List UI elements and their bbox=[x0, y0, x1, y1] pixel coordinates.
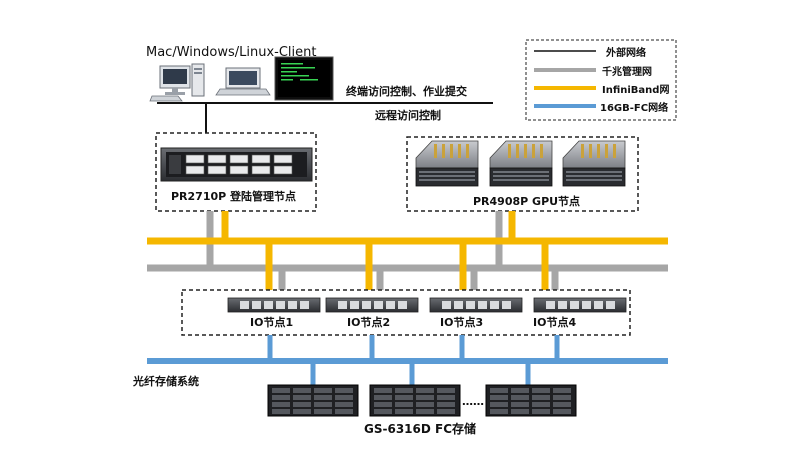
io-server-icon bbox=[533, 297, 627, 313]
storage-array-icon bbox=[267, 384, 359, 417]
login-node-label: PR2710P 登陆管理节点 bbox=[171, 190, 297, 203]
gpu-server-icon bbox=[415, 140, 479, 187]
client-caption-remote: 远程访问控制 bbox=[375, 109, 441, 122]
laptop-icon bbox=[215, 67, 271, 96]
client-caption-terminal: 终端访问控制、作业提交 bbox=[346, 85, 467, 98]
io-server-icon bbox=[227, 297, 321, 313]
legend-label-infiniband: InfiniBand网 bbox=[602, 85, 670, 96]
io-node-label: IO节点4 bbox=[533, 316, 577, 329]
legend bbox=[525, 39, 677, 121]
login-node-frame bbox=[155, 132, 317, 212]
storage-array-icon bbox=[369, 384, 461, 417]
terminal-screen-icon bbox=[274, 56, 334, 101]
desktop-pc-icon bbox=[149, 63, 205, 102]
io-server-icon bbox=[325, 297, 419, 313]
storage-array-icon bbox=[485, 384, 577, 417]
io-node-label: IO节点2 bbox=[347, 316, 391, 329]
legend-label-fc: 16GB-FC网络 bbox=[600, 103, 669, 114]
io-server-icon bbox=[429, 297, 523, 313]
gpu-server-icon bbox=[562, 140, 626, 187]
io-node-label: IO节点1 bbox=[250, 316, 294, 329]
legend-label-external: 外部网络 bbox=[606, 48, 646, 59]
storage-array-icons bbox=[267, 384, 577, 417]
io-node-label: IO节点3 bbox=[440, 316, 484, 329]
storage-network-label: 光纤存储系统 bbox=[133, 375, 199, 388]
gpu-server-icons bbox=[415, 140, 626, 187]
io-nodes-frame bbox=[181, 289, 631, 336]
legend-frame bbox=[525, 39, 677, 121]
io-node-server-icons bbox=[227, 297, 627, 313]
rack-server-icon bbox=[160, 147, 313, 182]
client-computers-icon bbox=[149, 56, 334, 102]
gpu-nodes-frame bbox=[406, 136, 639, 212]
external-network-lines bbox=[157, 102, 493, 133]
storage-ellipsis: …… bbox=[462, 395, 484, 408]
client-title: Mac/Windows/Linux-Client bbox=[146, 45, 317, 60]
storage-label: GS-6316D FC存储 bbox=[364, 422, 477, 436]
infiniband-network-lines bbox=[147, 211, 668, 290]
fc-network-lines bbox=[147, 335, 668, 385]
gpu-server-icon bbox=[489, 140, 553, 187]
legend-label-management: 千兆管理网 bbox=[602, 67, 652, 78]
gpu-nodes-label: PR4908P GPU节点 bbox=[473, 195, 581, 208]
